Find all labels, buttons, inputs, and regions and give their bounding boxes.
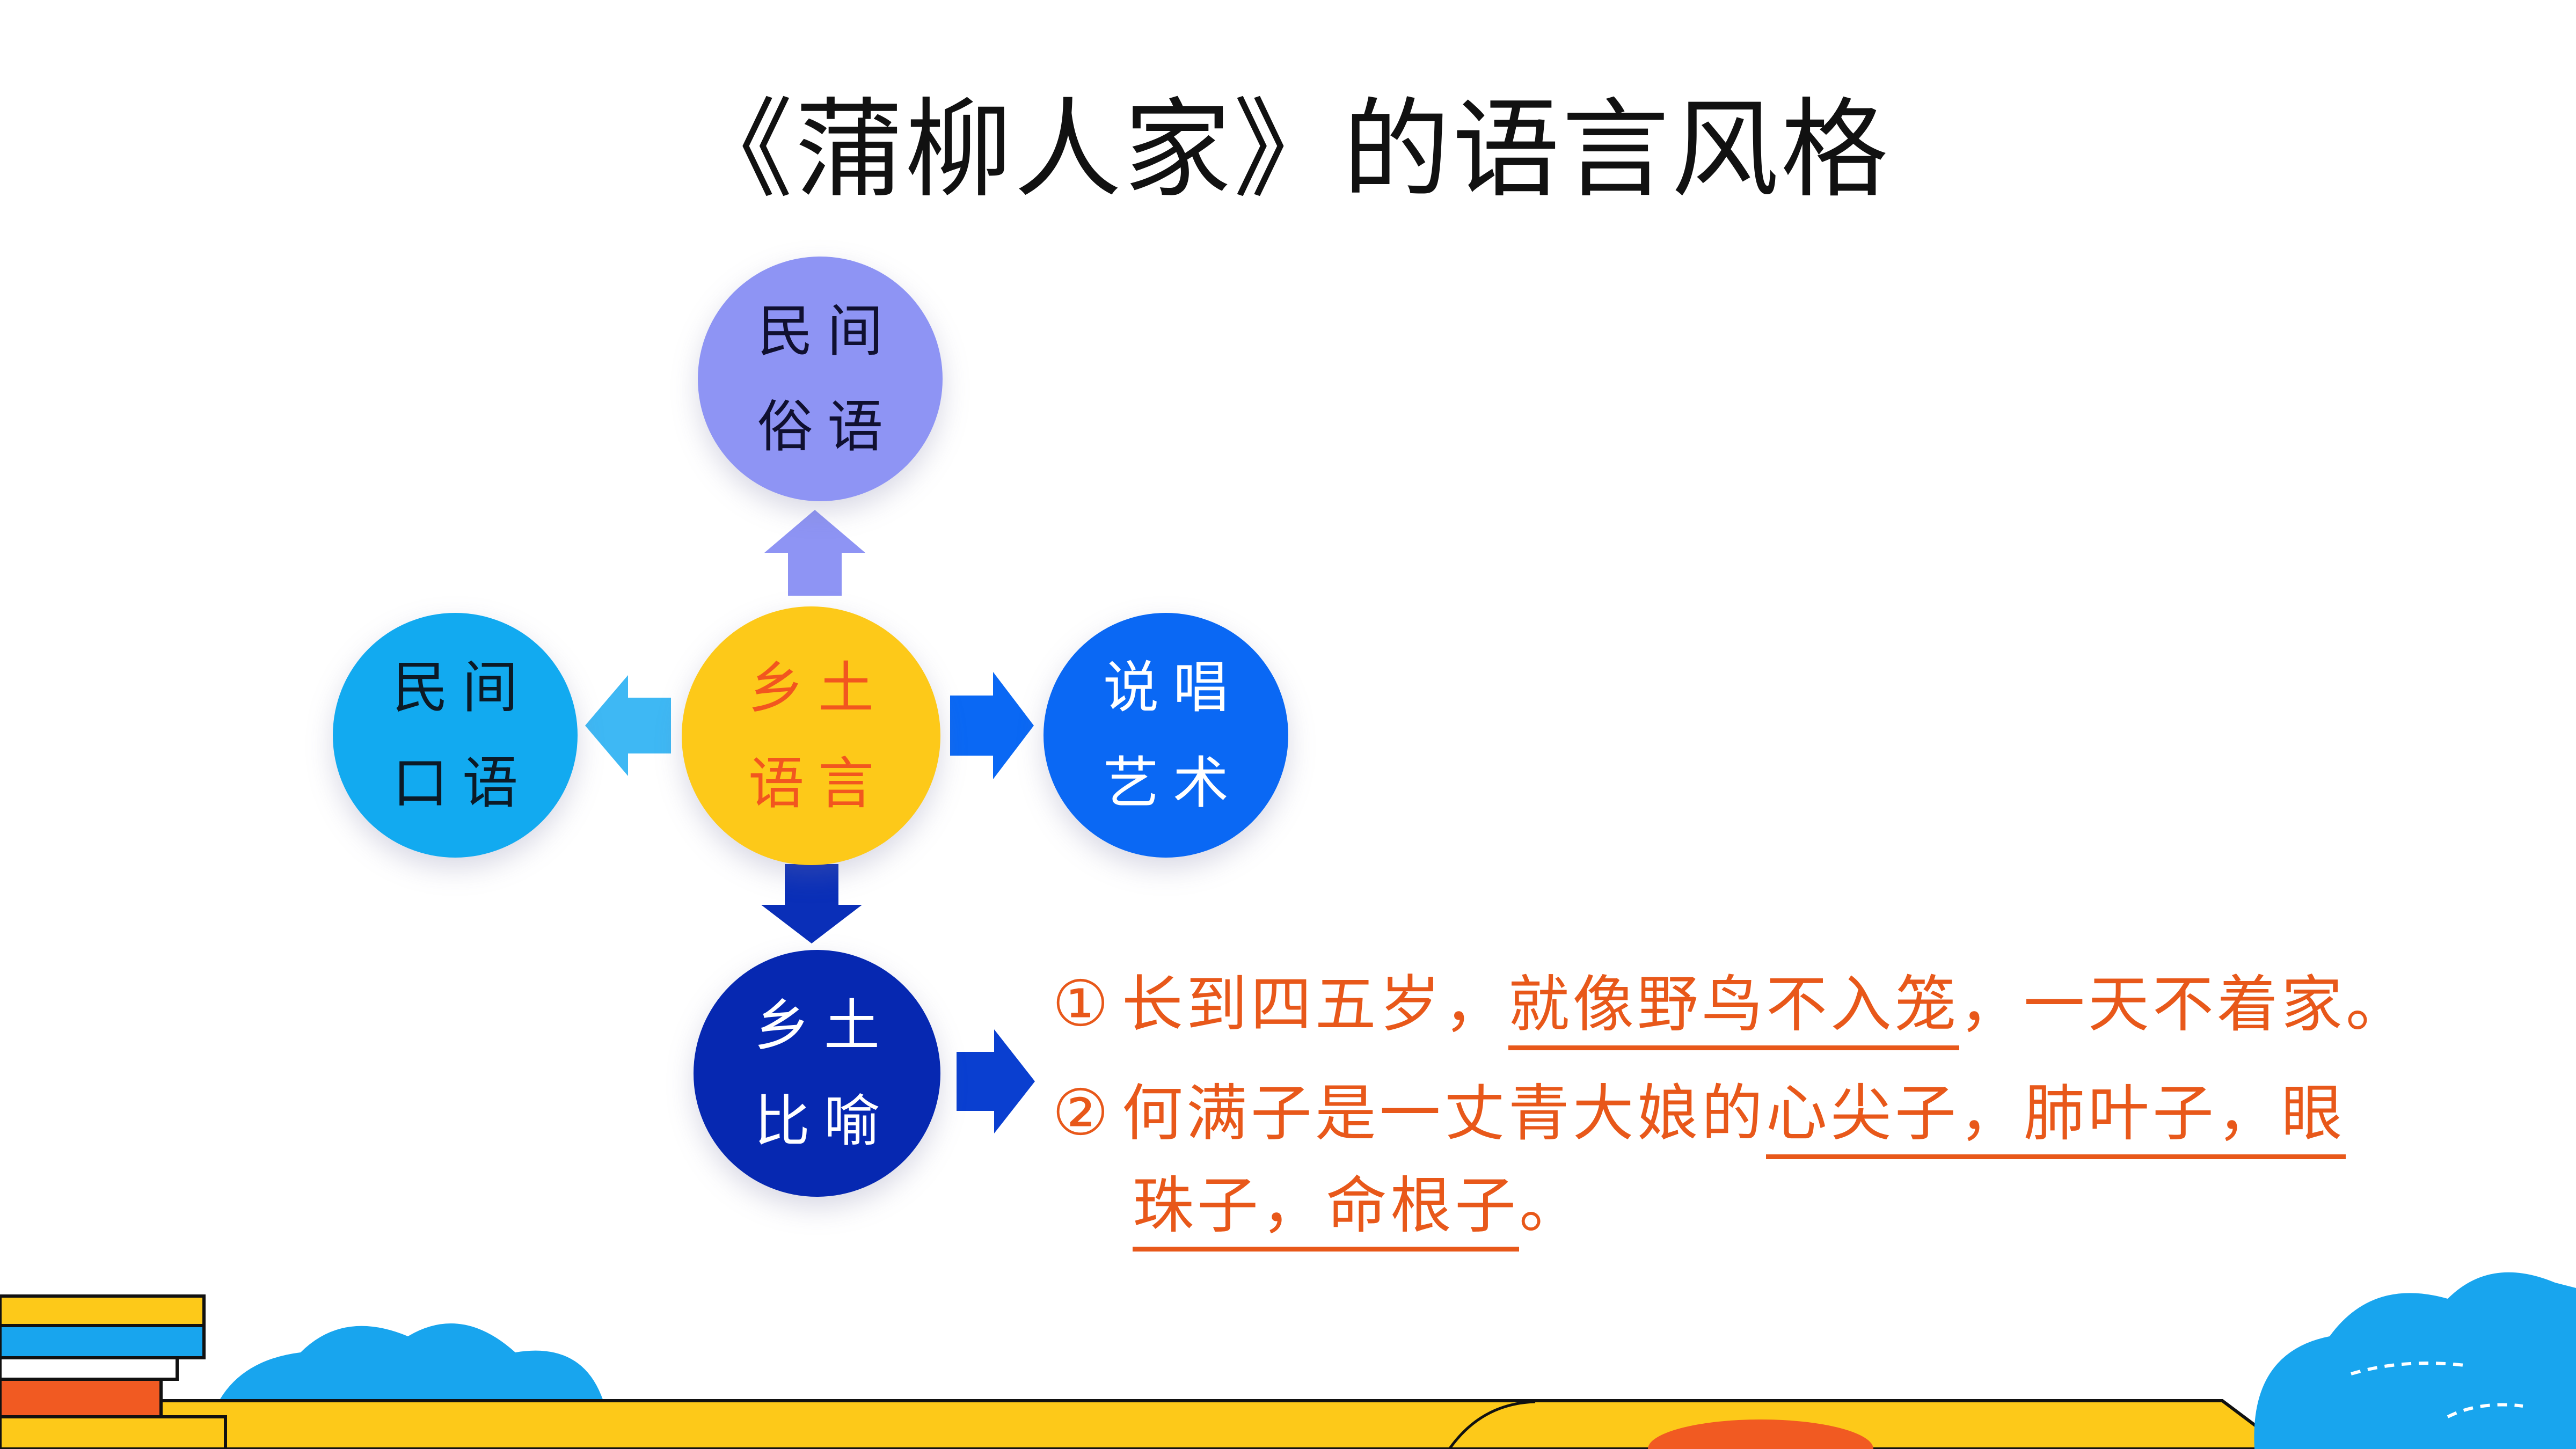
node-text: 乡土 [748, 655, 888, 721]
node-text: 乡土 [754, 993, 894, 1058]
node-text: 说唱 [1103, 655, 1243, 720]
example-text: ，一天不着家。 [1959, 969, 2410, 1040]
cloud-right-shape [2254, 1272, 2576, 1449]
node-text: 艺术 [1103, 750, 1243, 816]
arrow-to-examples [957, 1029, 1035, 1133]
node-text: 比喻 [754, 1088, 894, 1154]
node-folk-sayings: 民间 俗语 [698, 257, 943, 501]
book-stack-illustration [0, 1294, 227, 1449]
node-text: 口语 [392, 750, 532, 816]
example-underlined-text: 就像野鸟不入笼 [1508, 969, 1959, 1050]
arrow-down [761, 864, 862, 943]
node-text: 语言 [748, 751, 888, 816]
ground-line-shape [1448, 1400, 1536, 1449]
arrow-right [950, 672, 1034, 779]
node-text: 俗语 [757, 394, 897, 459]
example-text: 何满子是一丈青大娘的 [1121, 1078, 1766, 1149]
example-text: 。 [1519, 1170, 1584, 1241]
example-2-continuation: 珠子，命根子。 [1133, 1166, 1584, 1252]
cloud-right-dashes [2447, 1403, 2523, 1418]
slide-title: 《蒲柳人家》的语言风格 [685, 87, 1891, 213]
orange-oval-shape [1648, 1419, 1873, 1449]
example-marker: ② [1052, 1075, 1112, 1150]
node-center-local-language: 乡土 语言 [682, 606, 940, 865]
arrow-up [764, 510, 865, 596]
node-text: 民间 [757, 298, 897, 364]
node-storytelling-art: 说唱 艺术 [1043, 613, 1288, 858]
node-folk-colloquial: 民间 口语 [333, 613, 578, 858]
node-local-metaphor: 乡土 比喻 [694, 950, 940, 1197]
example-underlined-text: 珠子，命根子 [1133, 1170, 1520, 1252]
example-underlined-text: 心尖子，肺叶子，眼 [1765, 1078, 2346, 1159]
node-text: 民间 [392, 655, 532, 720]
arrow-left [585, 675, 671, 776]
ground-band-shape [159, 1399, 2289, 1449]
example-marker: ① [1052, 967, 1112, 1041]
cloud-right-dashes [2351, 1362, 2470, 1375]
example-text: 长到四五岁， [1121, 969, 1508, 1040]
